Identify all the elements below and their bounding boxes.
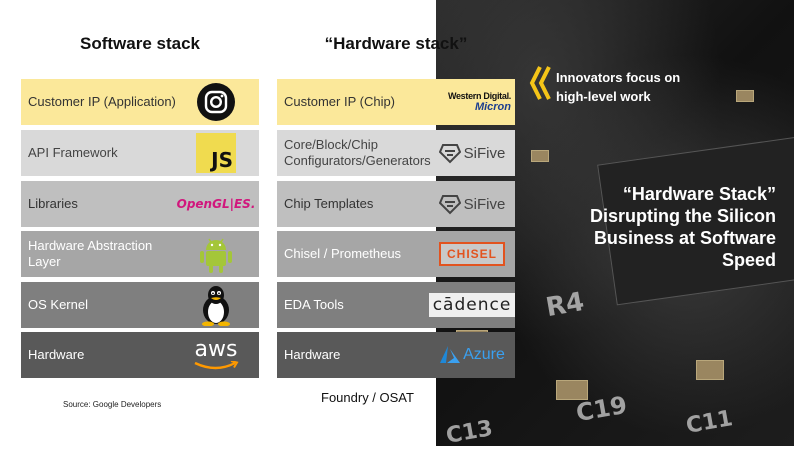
row-label: Customer IP (Chip) xyxy=(284,94,396,109)
headline-line: Business at Software xyxy=(593,228,776,248)
chisel-logo: CHISEL xyxy=(433,234,511,274)
software-row-customer-ip: Customer IP (Application) xyxy=(21,79,259,125)
software-row-hardware: Hardware aws xyxy=(21,332,259,378)
aws-smile-icon xyxy=(194,361,239,370)
hardware-row-chisel: Chisel / Prometheus CHISEL xyxy=(277,231,515,277)
double-chevron-left-icon xyxy=(529,66,551,100)
instagram-icon xyxy=(177,82,255,122)
android-icon xyxy=(177,234,255,274)
cadence-logo-text: cādence xyxy=(428,293,516,317)
opengl-logo-text: OpenGL|ES. xyxy=(176,197,256,211)
western-digital-logo-text: Western Digital. xyxy=(447,91,511,101)
silkscreen-label: R4 xyxy=(543,286,587,324)
row-label: Hardware xyxy=(28,347,85,362)
silkscreen-label: C13 xyxy=(444,416,495,449)
chisel-logo-text: CHISEL xyxy=(438,242,505,266)
linux-tux-icon xyxy=(177,285,255,326)
aws-logo: aws xyxy=(177,335,255,375)
software-row-libraries: Libraries OpenGL|ES. xyxy=(21,181,259,227)
headline-line: Disrupting the Silicon xyxy=(589,206,776,226)
row-label: Hardware Abstraction Layer xyxy=(28,238,153,269)
source-note: Source: Google Developers xyxy=(63,400,162,409)
smd-component xyxy=(556,380,588,400)
row-label: Core/Block/Chip Configurators/Generators xyxy=(284,137,431,168)
hardware-row-hardware: Hardware Azure xyxy=(277,332,515,378)
callout-line: Innovators focus on xyxy=(556,70,681,85)
row-label: Libraries xyxy=(28,196,78,211)
western-digital-micron-logo: Western Digital. Micron xyxy=(433,82,511,122)
azure-mark-icon xyxy=(440,346,461,363)
hardware-stack-headline: “Hardware Stack” Disrupting the Silicon … xyxy=(526,183,776,271)
row-label: Customer IP (Application) xyxy=(28,94,176,109)
javascript-logo: JS xyxy=(177,133,255,173)
smd-component xyxy=(696,360,724,380)
smd-component xyxy=(736,90,754,102)
hardware-row-eda-tools: EDA Tools cādence xyxy=(277,282,516,328)
hardware-row-chip-templates: Chip Templates SiFive xyxy=(277,181,515,227)
cadence-logo: cādence xyxy=(428,285,516,325)
hardware-row-customer-ip: Customer IP (Chip) Western Digital. Micr… xyxy=(277,79,515,125)
row-label: Chip Templates xyxy=(284,196,374,211)
smd-component xyxy=(531,150,549,162)
software-stack-title: Software stack xyxy=(80,34,200,53)
sifive-logo-text: SiFive xyxy=(463,144,506,162)
silkscreen-label: C11 xyxy=(684,406,735,439)
row-label: API Framework xyxy=(28,145,118,160)
software-row-os-kernel: OS Kernel xyxy=(21,282,259,328)
row-label: EDA Tools xyxy=(284,297,344,312)
software-row-hal: Hardware Abstraction Layer xyxy=(21,231,259,277)
row-label: Hardware xyxy=(284,347,341,362)
azure-logo-text: Azure xyxy=(463,346,505,363)
headline-line: “Hardware Stack” xyxy=(622,184,776,204)
aws-logo-text: aws xyxy=(194,337,238,362)
row-label: Chisel / Prometheus xyxy=(284,246,402,261)
software-row-api-framework: API Framework JS xyxy=(21,130,259,176)
hardware-stack-title: “Hardware stack” xyxy=(324,34,468,53)
sifive-mark-icon xyxy=(438,195,461,215)
azure-logo: Azure xyxy=(433,335,511,375)
headline-line: Speed xyxy=(721,250,776,270)
callout-line: high-level work xyxy=(556,89,651,104)
foundry-osat-label: Foundry / OSAT xyxy=(321,390,414,405)
innovators-callout: Innovators focus on high-level work xyxy=(556,68,680,106)
sifive-logo: SiFive xyxy=(433,133,511,173)
sifive-logo: SiFive xyxy=(433,184,511,224)
sifive-mark-icon xyxy=(438,144,461,164)
hardware-row-configurators: Core/Block/Chip Configurators/Generators… xyxy=(277,130,515,176)
sifive-logo-text: SiFive xyxy=(463,195,506,213)
js-logo-text: JS xyxy=(196,133,236,173)
row-label: OS Kernel xyxy=(28,297,88,312)
opengl-es-logo: OpenGL|ES. xyxy=(176,184,256,224)
micron-logo-text: Micron xyxy=(474,101,511,113)
